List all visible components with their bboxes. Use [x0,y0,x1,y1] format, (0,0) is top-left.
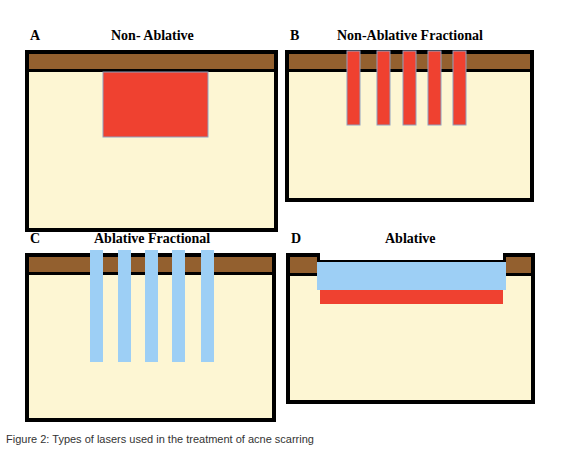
panel-title: Ablative Fractional [94,231,210,247]
panel-letter: D [291,231,301,247]
heated-zone [103,72,208,137]
skin-block [27,52,276,230]
epidermis-line [290,273,317,276]
panel-letter: C [30,231,40,247]
epidermis-band [290,257,317,273]
ablated-columns [90,250,214,362]
panel-title: Non- Ablative [111,28,194,44]
epidermis-band [29,54,274,69]
laser-panel: DAblative [288,255,533,402]
laser-panel: CAblative Fractional [27,255,274,420]
panel-title: Non-Ablative Fractional [337,28,483,44]
panel-letter: B [290,28,299,44]
skin-block [287,52,532,200]
skin-block [288,255,533,402]
epidermis-line [506,273,531,276]
figure-caption: Figure 2: Types of lasers used in the tr… [6,433,314,446]
epidermis-band [506,257,531,273]
laser-panel: BNon-Ablative Fractional [287,52,532,200]
panel-title: Ablative [385,231,436,247]
heated-layer [320,290,503,304]
laser-panel: ANon- Ablative [27,52,276,230]
panel-letter: A [30,28,40,44]
ablated-layer [317,262,506,290]
heated-columns [347,51,466,125]
